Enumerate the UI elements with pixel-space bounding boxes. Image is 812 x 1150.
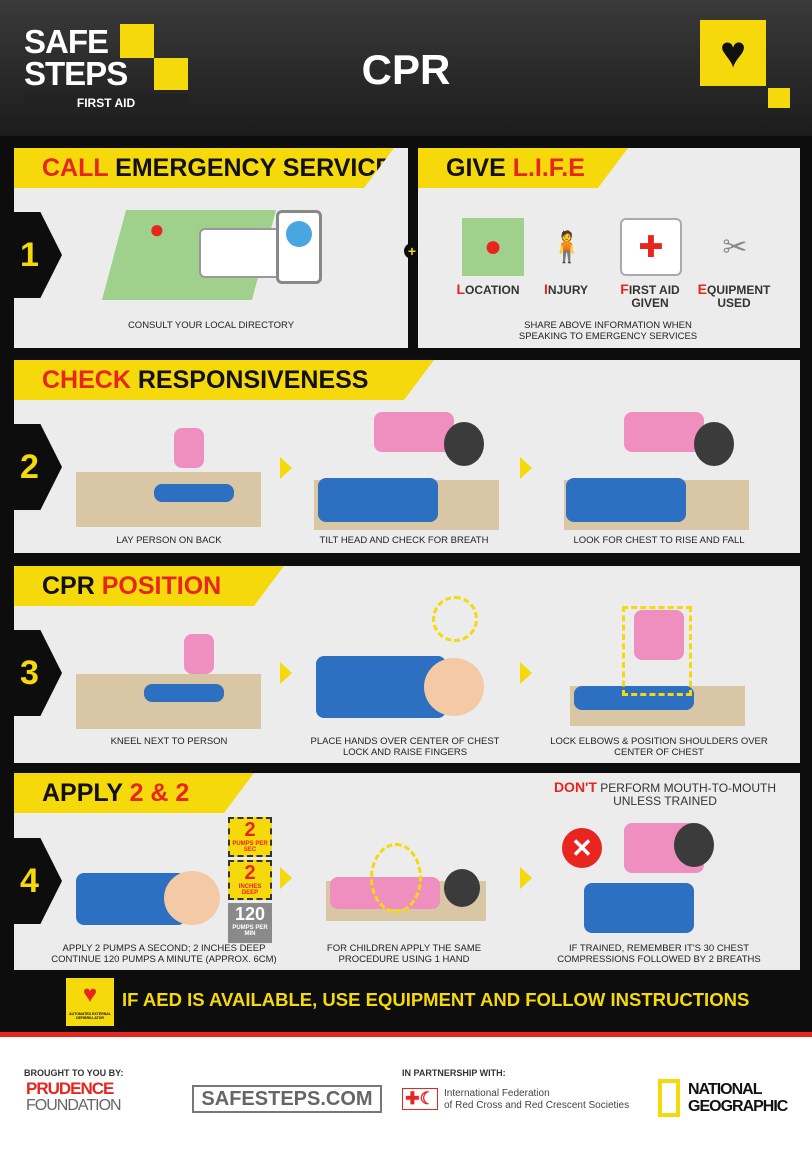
hand-detail-circle xyxy=(432,596,478,642)
step-2-caption: TILT HEAD AND CHECK FOR BREATH xyxy=(319,535,489,546)
step-2-caption: LOOK FOR CHEST TO RISE AND FALL xyxy=(573,535,745,546)
step-1-title: CALL EMERGENCY SERVICES xyxy=(14,148,394,188)
life-panel: GIVE L.I.F.E ● 🧍 ✚ ✂ LOCATION INJURY FIR… xyxy=(418,148,800,348)
rescuer-illustration xyxy=(624,412,704,452)
step-4-title: APPLY 2 & 2 xyxy=(14,773,254,813)
step-1-panel: CALL EMERGENCY SERVICES ● CONSULT YOUR L… xyxy=(14,148,408,348)
equipment-icon: ✂ xyxy=(722,230,748,264)
location-icon: ● xyxy=(462,218,524,276)
person-illustration xyxy=(154,484,234,502)
aed-instruction: IF AED IS AVAILABLE, USE EQUIPMENT AND F… xyxy=(122,989,750,1010)
aed-logo: ♥AUTOMATED EXTERNAL DEFIBRILLATOR xyxy=(66,978,114,1026)
hand-detail-circle xyxy=(370,843,422,913)
life-first-aid: FIRST AID GIVEN xyxy=(620,281,680,310)
safesteps-link[interactable]: SAFESTEPS.COM xyxy=(192,1085,382,1113)
plus-icon: + xyxy=(404,243,420,259)
red-cross-crescent-icon: ✚☾ xyxy=(402,1088,438,1110)
first-aid-kit-icon: ✚ xyxy=(620,218,682,276)
logo-text: SAFE xyxy=(24,23,109,60)
logo-text: STEPS xyxy=(24,55,128,92)
logo-subtitle: FIRST AID xyxy=(24,94,188,112)
phone-icon xyxy=(276,210,322,284)
rescuer-illustration xyxy=(174,428,204,468)
injury-icon: 🧍 xyxy=(548,230,586,264)
heart-icon: ♥ xyxy=(700,20,766,86)
person-illustration xyxy=(584,883,694,933)
life-title: GIVE L.I.F.E xyxy=(418,148,628,188)
step-3-title: CPR POSITION xyxy=(14,566,284,606)
step-2-title: CHECK RESPONSIVENESS xyxy=(14,360,434,400)
life-injury: INJURY xyxy=(543,281,589,297)
safe-steps-logo: SAFE STEPS FIRST AID xyxy=(24,24,189,112)
prohibited-icon: ✕ xyxy=(562,828,602,868)
person-illustration xyxy=(318,478,438,522)
divider xyxy=(0,1032,812,1037)
heart-icon-accent xyxy=(768,88,790,108)
step-2-panel: CHECK RESPONSIVENESS LAY PERSON ON BACK … xyxy=(14,360,800,553)
step-4-caption: FOR CHILDREN APPLY THE SAME PROCEDURE US… xyxy=(326,943,482,965)
step-3-caption: PLACE HANDS OVER CENTER OF CHEST LOCK AN… xyxy=(310,736,500,758)
step-4-caption: APPLY 2 PUMPS A SECOND; 2 INCHES DEEP CO… xyxy=(51,943,277,965)
step-3-panel: CPR POSITION KNEEL NEXT TO PERSON PLACE … xyxy=(14,566,800,763)
rescuer-illustration xyxy=(634,610,684,660)
brought-by-label: BROUGHT TO YOU BY: xyxy=(24,1068,124,1078)
person-illustration xyxy=(566,478,686,522)
header: SAFE STEPS FIRST AID CPR ♥ xyxy=(0,0,812,136)
step-3-caption: LOCK ELBOWS & POSITION SHOULDERS OVER CE… xyxy=(550,736,768,758)
person-illustration xyxy=(574,686,694,710)
page-title: CPR xyxy=(361,46,451,93)
location-pin-icon: ● xyxy=(149,214,165,244)
life-equipment: EQUIPMENT USED xyxy=(697,281,771,310)
aed-banner: ♥AUTOMATED EXTERNAL DEFIBRILLATOR IF AED… xyxy=(0,975,812,1030)
mouth-to-mouth-warning: DON'T PERFORM MOUTH-TO-MOUTH UNLESS TRAI… xyxy=(553,779,777,808)
natgeo-frame-icon xyxy=(658,1079,680,1117)
life-location: LOCATION xyxy=(456,281,520,297)
rescuer-illustration xyxy=(184,634,214,674)
rescuer-illustration xyxy=(374,412,454,452)
life-caption: SHARE ABOVE INFORMATION WHEN SPEAKING TO… xyxy=(518,320,698,342)
step-3-caption: KNEEL NEXT TO PERSON xyxy=(110,736,228,747)
shoulder-alignment-box xyxy=(622,606,692,696)
step-4-caption: IF TRAINED, REMEMBER IT'S 30 CHEST COMPR… xyxy=(557,943,761,965)
step-1-caption: CONSULT YOUR LOCAL DIRECTORY xyxy=(127,320,295,331)
partnership-label: IN PARTNERSHIP WITH: xyxy=(402,1068,506,1078)
person-illustration xyxy=(144,684,224,702)
step-2-caption: LAY PERSON ON BACK xyxy=(116,535,222,546)
